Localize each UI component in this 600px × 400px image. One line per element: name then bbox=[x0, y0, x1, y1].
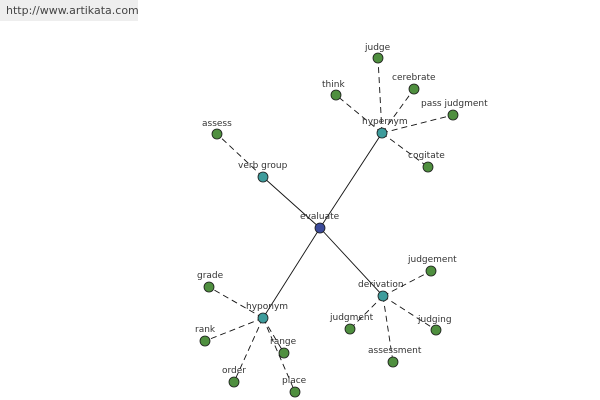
edge-hyponym-grade bbox=[208, 286, 264, 319]
word-node-assessment[interactable] bbox=[387, 356, 399, 368]
word-node-judging[interactable] bbox=[430, 324, 442, 336]
edge-hyponym-range bbox=[262, 317, 285, 354]
word-node-judgement[interactable] bbox=[425, 265, 437, 277]
edge-evaluate-hyponym bbox=[262, 227, 321, 319]
edge-hypernym-think bbox=[335, 94, 383, 134]
word-label-judgment: judgment bbox=[329, 313, 374, 323]
word-node-range[interactable] bbox=[278, 347, 290, 359]
edge-hypernym-cerebrate bbox=[381, 88, 415, 134]
word-node-grade[interactable] bbox=[203, 281, 215, 293]
word-label-range: range bbox=[270, 337, 297, 347]
word-label-cogitate: cogitate bbox=[408, 151, 445, 161]
word-node-think[interactable] bbox=[330, 89, 342, 101]
edge-hyponym-order bbox=[233, 317, 264, 383]
word-node-rank[interactable] bbox=[199, 335, 211, 347]
word-label-assess: assess bbox=[202, 119, 232, 129]
relation-node-hyponym[interactable] bbox=[257, 312, 269, 324]
source-url-text: http://www.artikata.com bbox=[6, 4, 139, 17]
edge-hypernym-judge bbox=[377, 57, 383, 134]
edge-verb-group-assess bbox=[216, 133, 264, 178]
edge-evaluate-derivation bbox=[319, 227, 384, 297]
center-label-evaluate: evaluate bbox=[300, 212, 340, 222]
relation-label-derivation: derivation bbox=[358, 280, 404, 290]
relation-label-hypernym: hypernym bbox=[362, 117, 408, 127]
word-label-judgement: judgement bbox=[407, 255, 457, 265]
word-label-think: think bbox=[322, 80, 345, 90]
word-label-order: order bbox=[222, 366, 246, 376]
word-label-cerebrate: cerebrate bbox=[392, 73, 436, 83]
edge-derivation-assessment bbox=[382, 295, 394, 363]
edge-derivation-judgement bbox=[382, 270, 432, 297]
source-url-banner[interactable]: http://www.artikata.com bbox=[0, 0, 139, 21]
word-node-cogitate[interactable] bbox=[422, 161, 434, 173]
word-node-assess[interactable] bbox=[211, 128, 223, 140]
relation-label-verb-group: verb group bbox=[238, 161, 288, 171]
word-label-place: place bbox=[282, 376, 307, 386]
center-node-evaluate[interactable] bbox=[314, 222, 326, 234]
word-node-judgment[interactable] bbox=[344, 323, 356, 335]
relation-node-hypernym[interactable] bbox=[376, 127, 388, 139]
edge-derivation-judgment bbox=[349, 295, 384, 330]
nodes-layer bbox=[199, 52, 459, 398]
edge-evaluate-hypernym bbox=[319, 132, 383, 229]
word-node-cerebrate[interactable] bbox=[408, 83, 420, 95]
edge-hyponym-rank bbox=[204, 317, 264, 342]
edge-evaluate-verb-group bbox=[262, 176, 321, 229]
labels-layer: evaluate verb group assess hypernym judge thi… bbox=[195, 43, 488, 386]
word-node-judge[interactable] bbox=[372, 52, 384, 64]
word-label-pass-judgment: pass judgment bbox=[421, 99, 488, 109]
word-node-pass-judgment[interactable] bbox=[447, 109, 459, 121]
word-label-rank: rank bbox=[195, 325, 216, 335]
word-label-grade: grade bbox=[197, 271, 224, 281]
word-label-judge: judge bbox=[364, 43, 391, 53]
word-label-assessment: assessment bbox=[368, 346, 422, 356]
word-node-place[interactable] bbox=[289, 386, 301, 398]
relation-node-derivation[interactable] bbox=[377, 290, 389, 302]
relation-label-hyponym: hyponym bbox=[246, 302, 288, 312]
edges-layer bbox=[204, 57, 454, 393]
word-node-order[interactable] bbox=[228, 376, 240, 388]
word-label-judging: judging bbox=[417, 315, 452, 325]
edge-hypernym-cogitate bbox=[381, 132, 429, 168]
edge-hypernym-pass-judgment bbox=[381, 114, 454, 134]
edge-derivation-judging bbox=[382, 295, 437, 331]
relation-node-verb-group[interactable] bbox=[257, 171, 269, 183]
